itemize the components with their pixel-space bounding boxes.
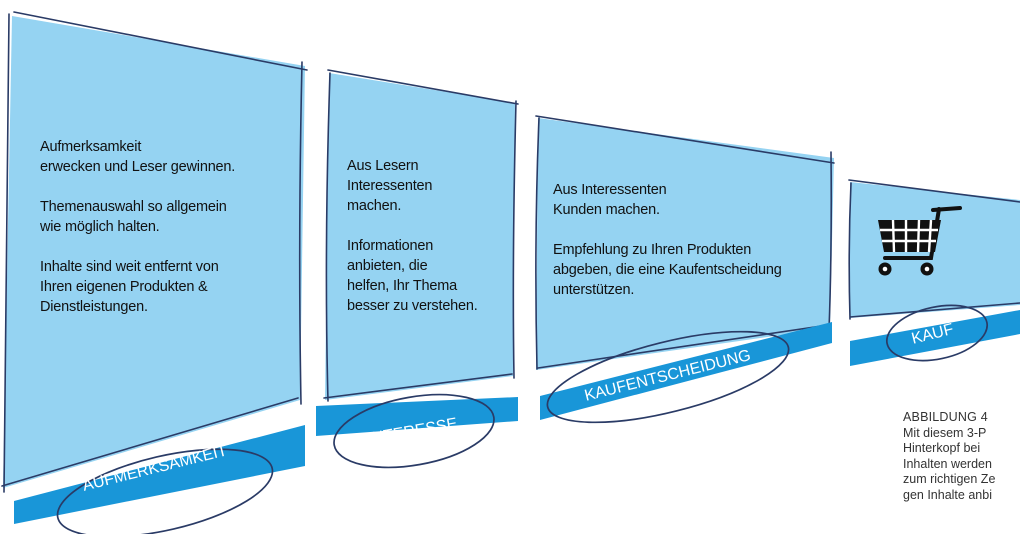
stage-panel-interest-sketch [323, 69, 519, 402]
stage-panel-decision-sketch [535, 115, 835, 370]
stage-band-decision [540, 322, 832, 420]
caption-line: Hinterkopf bei [903, 441, 981, 455]
highlight-ellipse-interest [333, 393, 495, 469]
highlight-ellipse-decision [546, 330, 790, 424]
stage-band-interest [316, 397, 518, 436]
caption-line: gen Inhalte anbi [903, 487, 992, 502]
stage-panel-purchase-sketch [848, 179, 1020, 320]
figure-caption: ABBILDUNG 4 Mit diesem 3-P Hinterkopf be… [903, 410, 1015, 503]
highlight-ellipse-purchase [885, 304, 989, 362]
stage-panel-attention-sketch [1, 11, 308, 493]
stage-text-decision: Aus Interessenten Kunden machen. Empfehl… [553, 182, 782, 298]
shopping-cart-icon [878, 206, 962, 276]
stage-panel-decision [536, 118, 834, 370]
caption-title: ABBILDUNG 4 [903, 410, 988, 424]
stage-panel-interest [325, 73, 515, 400]
stage-text-interest: Aus Lesern Interessenten machen. Informa… [347, 158, 478, 314]
stage-panel-attention [3, 16, 305, 488]
highlight-ellipse-attention [56, 448, 274, 534]
caption-line: Inhalten werden [903, 456, 992, 471]
caption-line: zum richtigen Ze [903, 472, 996, 486]
caption-line: Mit diesem 3-P [903, 425, 987, 440]
stage-text-attention: Aufmerksamkeit erwecken und Leser gewinn… [40, 139, 236, 315]
